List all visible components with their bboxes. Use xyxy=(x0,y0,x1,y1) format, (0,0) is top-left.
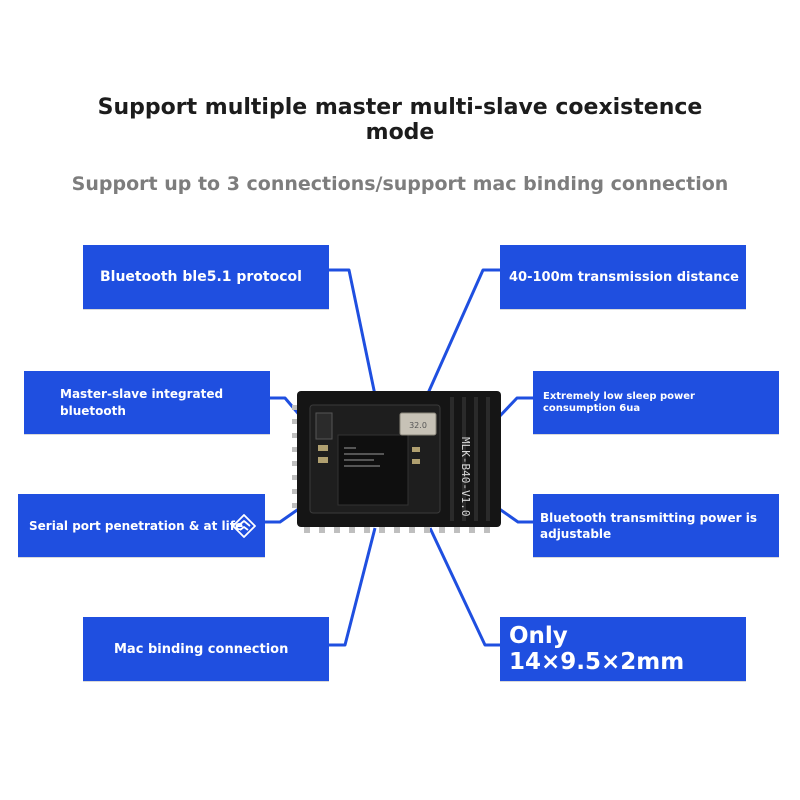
callout-size-text: Only 14×9.5×2mm xyxy=(509,623,685,675)
callout-serial: Serial port penetration & at life xyxy=(18,494,265,557)
callout-distance: 40-100m transmission distance xyxy=(500,245,746,309)
callout-serial-text: Serial port penetration & at life xyxy=(29,518,244,533)
headline: Support multiple master multi-slave coex… xyxy=(97,95,703,145)
connector-distance xyxy=(423,268,500,401)
callout-protocol: Bluetooth ble5.1 protocol xyxy=(83,245,329,309)
callout-sleep-power-text: Extremely low sleep power consumption 6u… xyxy=(543,390,695,414)
callout-tx-power: Bluetooth transmitting power is adjustab… xyxy=(533,494,779,557)
connector-serial xyxy=(265,506,301,524)
crystal-label: 32.0 xyxy=(409,421,427,430)
callout-mac-binding: Mac binding connection xyxy=(83,617,329,681)
subheadline: Support up to 3 connections/support mac … xyxy=(71,173,729,195)
callout-protocol-text: Bluetooth ble5.1 protocol xyxy=(100,269,302,285)
cube-outline-icon xyxy=(232,514,256,538)
callout-distance-text: 40-100m transmission distance xyxy=(509,269,739,285)
callout-tx-power-text: Bluetooth transmitting power is adjustab… xyxy=(540,510,757,541)
connector-tx-power xyxy=(497,506,533,524)
connector-protocol xyxy=(329,268,377,396)
connector-size xyxy=(428,527,500,647)
connector-sleep xyxy=(496,396,533,420)
bluetooth-module-image: 32.0 MLK-B40-V1.0 xyxy=(292,391,501,533)
callout-master-slave: Master-slave integrated bluetooth xyxy=(24,371,270,434)
connector-master-slave xyxy=(270,396,304,419)
callout-sleep-power: Extremely low sleep power consumption 6u… xyxy=(533,371,779,434)
callout-mac-binding-text: Mac binding connection xyxy=(114,641,289,657)
callout-size: Only 14×9.5×2mm xyxy=(500,617,746,681)
callout-master-slave-text: Master-slave integrated bluetooth xyxy=(60,386,224,418)
connector-mac xyxy=(329,527,377,647)
module-silkscreen: MLK-B40-V1.0 xyxy=(459,437,472,516)
